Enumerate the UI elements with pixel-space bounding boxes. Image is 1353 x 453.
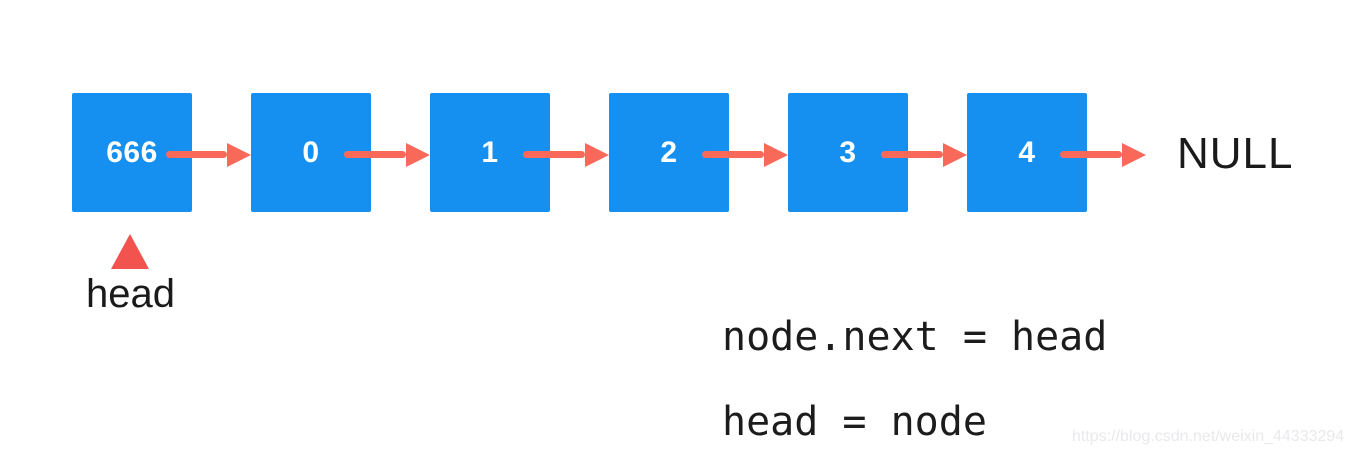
- next-pointer-arrow-icon: [166, 142, 251, 167]
- arrow-tip: [227, 142, 251, 167]
- arrow-tip: [406, 142, 430, 167]
- arrow-shaft: [344, 151, 406, 158]
- arrow-shaft: [702, 151, 764, 158]
- arrow-tip: [585, 142, 609, 167]
- node-value: 1: [481, 135, 499, 169]
- next-pointer-arrow-icon: [344, 142, 430, 167]
- next-pointer-arrow-icon: [1060, 142, 1146, 167]
- node-value: 2: [660, 135, 678, 169]
- arrow-shaft: [523, 151, 585, 158]
- watermark-url: https://blog.csdn.net/weixin_44333294: [1072, 428, 1345, 445]
- arrow-shaft: [881, 151, 943, 158]
- head-pointer-label: head: [86, 272, 175, 316]
- node-value: 666: [106, 135, 158, 169]
- arrow-tip: [764, 142, 788, 167]
- next-pointer-arrow-icon: [702, 142, 788, 167]
- null-label: NULL: [1177, 129, 1294, 178]
- arrow-shaft: [1060, 151, 1122, 158]
- arrow-shaft: [166, 151, 227, 158]
- list-node-3: 3: [788, 93, 908, 212]
- next-pointer-arrow-icon: [881, 142, 967, 167]
- node-value: 4: [1018, 135, 1036, 169]
- head-pointer-up-triangle-icon: [111, 234, 149, 269]
- code-line-node-next: node.next = head: [722, 314, 1108, 360]
- arrow-tip: [943, 142, 967, 167]
- node-value: 0: [302, 135, 320, 169]
- arrow-tip: [1122, 142, 1146, 167]
- code-line-head-assign: head = node: [722, 399, 987, 445]
- node-value: 3: [839, 135, 857, 169]
- next-pointer-arrow-icon: [523, 142, 609, 167]
